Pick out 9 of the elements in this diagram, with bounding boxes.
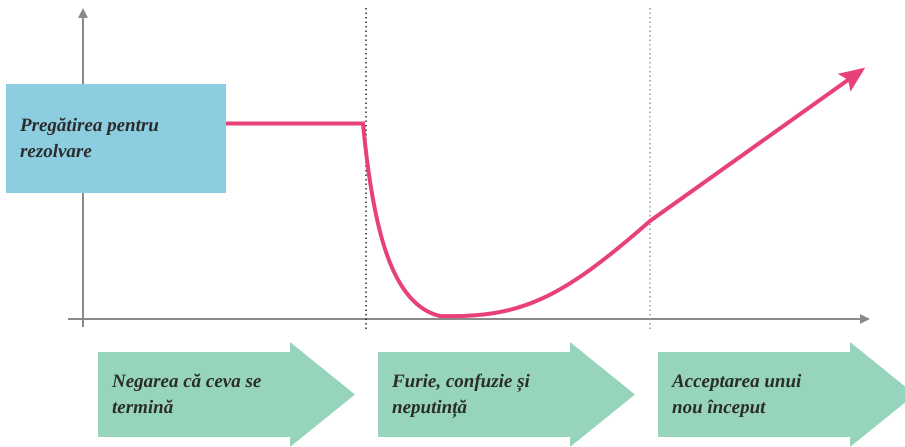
chevron-arrow xyxy=(570,342,635,447)
chevron-arrow xyxy=(290,342,355,447)
trend-curve xyxy=(226,68,866,318)
stage-label: Furie, confuzie și neputință xyxy=(392,370,531,420)
stage-label: Acceptarea unui nou început xyxy=(672,370,802,420)
chevron-arrow xyxy=(850,342,905,447)
stage-label: Pregătirea pentru rezolvare xyxy=(20,114,160,164)
stage-label: Negarea că ceva se termină xyxy=(112,370,262,420)
stage-box xyxy=(6,84,226,193)
